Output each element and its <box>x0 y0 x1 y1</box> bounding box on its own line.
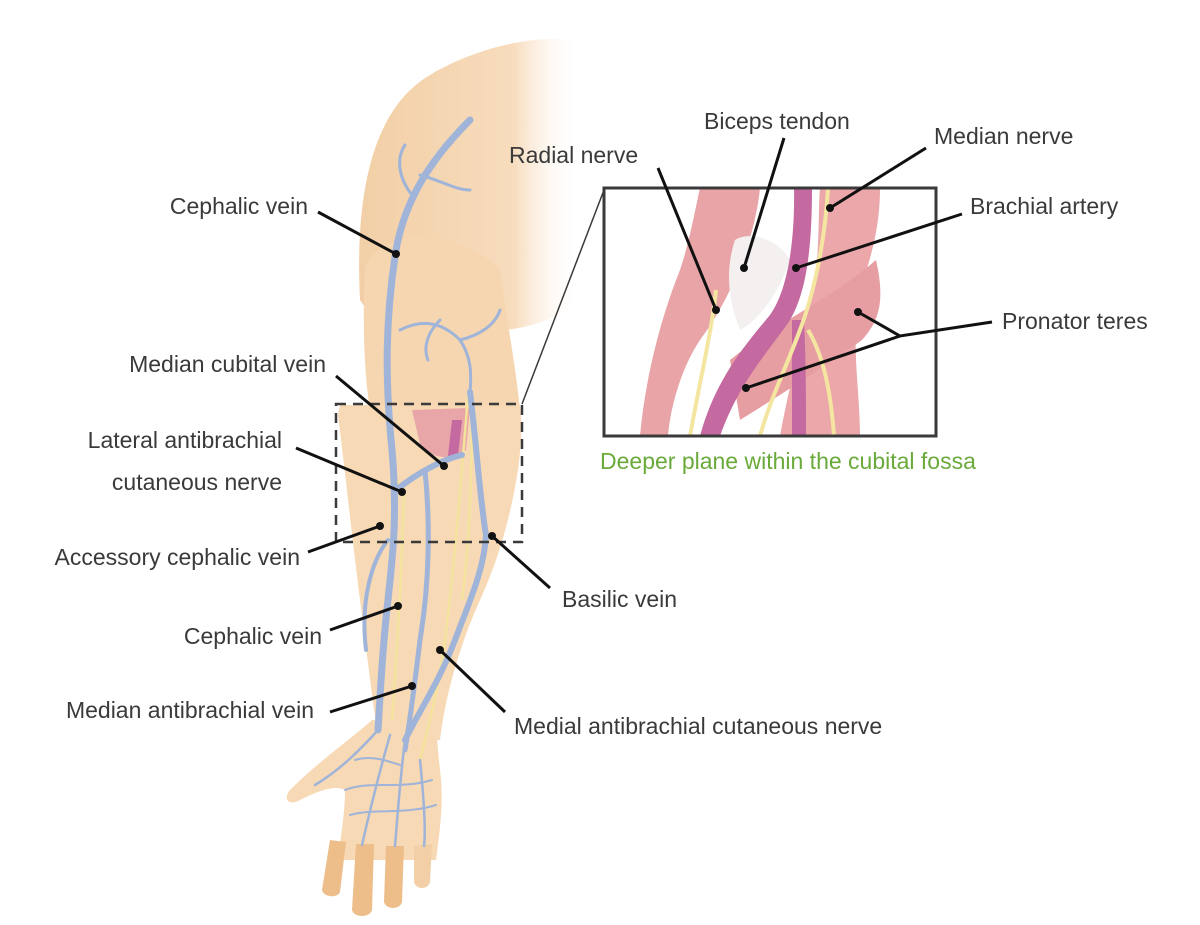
dot-median-nerve <box>826 204 834 212</box>
biceps-tendon-shape <box>728 236 790 330</box>
label-lateral-antibrachial-line1: Lateral antibrachial <box>88 427 282 453</box>
dot-brachial-artery <box>792 264 800 272</box>
dot-basilic-vein <box>488 532 496 540</box>
label-pronator-teres: Pronator teres <box>1002 308 1148 334</box>
label-lateral-antibrachial-line2: cutaneous nerve <box>112 469 282 495</box>
label-accessory-cephalic-vein: Accessory cephalic vein <box>55 544 300 570</box>
dot-pronator-teres-upper <box>854 308 862 316</box>
inset-caption: Deeper plane within the cubital fossa <box>600 448 976 474</box>
label-median-nerve: Median nerve <box>934 123 1073 149</box>
label-cephalic-vein-upper: Cephalic vein <box>170 193 308 219</box>
leader-lines <box>295 137 993 714</box>
label-median-cubital-vein: Median cubital vein <box>129 351 326 377</box>
finger-1 <box>322 840 346 897</box>
leader-accessory-cephalic-vein <box>307 524 381 554</box>
leader-cephalic-vein-lower <box>329 604 399 632</box>
dot-pronator-teres-lower <box>742 384 750 392</box>
dot-median-antibrachial-vein <box>408 682 416 690</box>
leader-brachial-artery <box>795 212 963 270</box>
inset-muscle-left <box>640 188 760 436</box>
leader-median-nerve <box>829 146 927 210</box>
upper-arm-body <box>363 237 520 410</box>
label-brachial-artery: Brachial artery <box>970 193 1119 219</box>
zoom-connector-line <box>521 189 605 405</box>
brachial-artery-shape <box>700 188 812 436</box>
cubital-artery-patch <box>448 420 462 456</box>
arm-illustration <box>286 38 580 916</box>
label-radial-nerve: Radial nerve <box>509 142 638 168</box>
finger-3 <box>384 846 404 908</box>
veins <box>313 116 502 848</box>
dot-radial-nerve <box>712 306 720 314</box>
leader-pronator-teres-branch <box>745 334 901 390</box>
dot-cephalic-vein-lower <box>394 602 402 610</box>
label-cephalic-vein-lower: Cephalic vein <box>184 623 322 649</box>
artery-branch <box>792 320 806 436</box>
dot-biceps-tendon <box>740 264 748 272</box>
label-basilic-vein: Basilic vein <box>562 586 677 612</box>
leader-radial-nerve <box>656 167 718 311</box>
leader-basilic-vein <box>490 534 552 590</box>
dot-lateral-antibrachial <box>398 488 406 496</box>
label-medial-antibrachial-nerve: Medial antibrachial cutaneous nerve <box>514 713 882 739</box>
finger-4 <box>414 844 432 888</box>
leader-cephalic-vein-upper <box>317 210 397 256</box>
leader-median-antibrachial-vein <box>329 684 413 714</box>
label-biceps-tendon: Biceps tendon <box>704 108 850 134</box>
dot-accessory-cephalic-vein <box>376 522 384 530</box>
dot-medial-antibrachial-nerve <box>436 646 444 654</box>
zoom-region-box <box>334 402 524 544</box>
leader-median-cubital-vein <box>335 374 445 468</box>
dot-median-cubital-vein <box>440 462 448 470</box>
leader-biceps-tendon <box>742 137 786 269</box>
dot-cephalic-vein-upper <box>392 250 400 258</box>
inset-deeper-plane <box>602 186 938 438</box>
leader-medial-antibrachial-nerve <box>438 648 507 714</box>
finger-2 <box>352 844 374 916</box>
label-median-antibrachial-vein: Median antibrachial vein <box>66 697 314 723</box>
leader-lateral-antibrachial <box>295 446 403 494</box>
labels: Cephalic vein Median cubital vein Latera… <box>55 108 1148 739</box>
